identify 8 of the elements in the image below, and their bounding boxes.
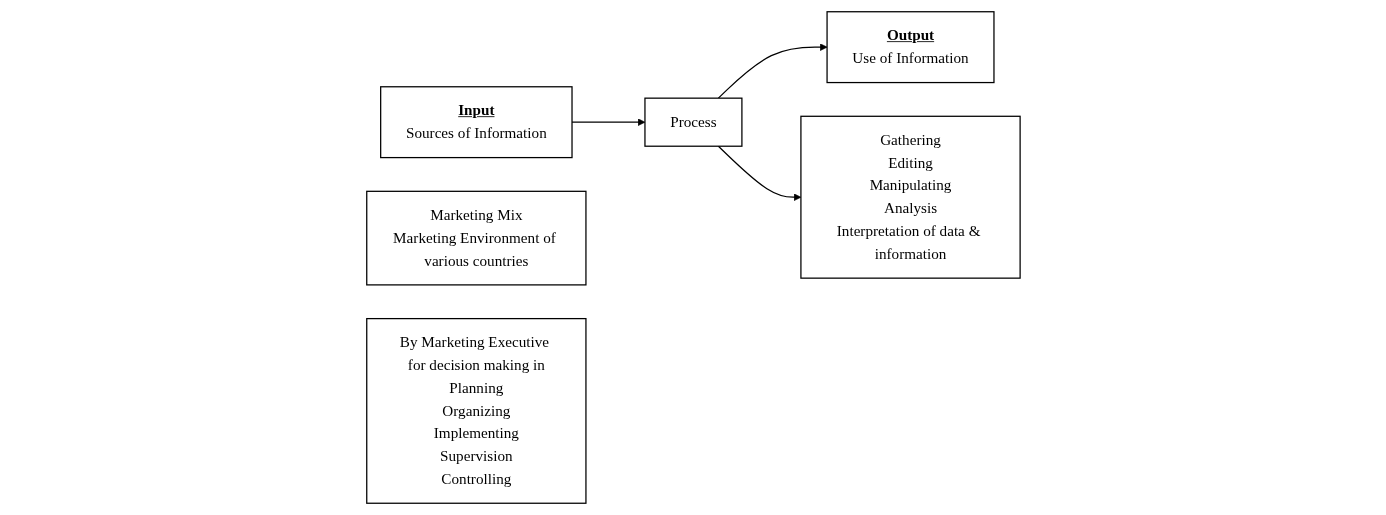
node-box: By Marketing Executive for decision making in Planning Organizing Implementing Supervision Controlling [365, 318, 587, 504]
arrow [717, 145, 801, 201]
node-box: Output Use of Information [826, 11, 995, 84]
node-box: Input Sources of Information [379, 86, 573, 159]
node-box: Process [643, 97, 743, 147]
node-box: Gathering Editing Manipulating Analysis Interpretation of data & information [799, 115, 1021, 279]
node-box: Marketing Mix Marketing Environment of various countries [365, 190, 587, 286]
arrow [717, 43, 827, 99]
